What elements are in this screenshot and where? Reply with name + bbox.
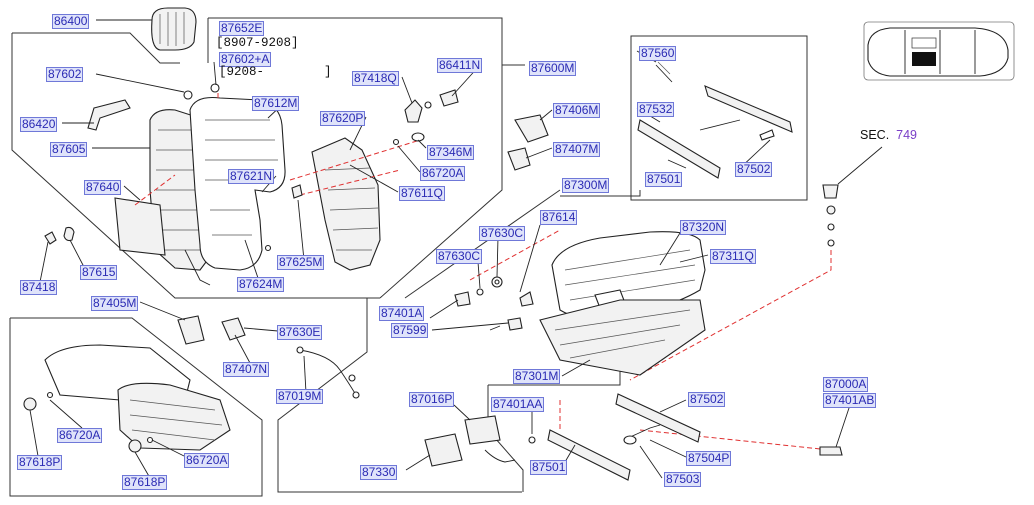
part-label-87605[interactable]: 87605	[50, 142, 88, 157]
car-location-icon	[863, 21, 1015, 81]
part-label-87407n[interactable]: 87407N	[223, 362, 270, 377]
part-label-86720a-left-2[interactable]: 86720A	[184, 453, 230, 468]
part-label-87599[interactable]: 87599	[391, 323, 429, 338]
part-label-87330[interactable]: 87330	[360, 465, 398, 480]
side-trim-parts	[507, 114, 549, 171]
part-label-87560[interactable]: 87560	[639, 46, 677, 61]
part-label-87501-low[interactable]: 87501	[530, 460, 568, 475]
part-label-86720a-top[interactable]: 86720A	[420, 166, 466, 181]
part-label-87016p[interactable]: 87016P	[409, 392, 455, 407]
part-label-86411n[interactable]: 86411N	[437, 58, 483, 73]
part-label-87406m[interactable]: 87406M	[553, 103, 601, 118]
part-label-86400[interactable]: 86400	[52, 14, 90, 29]
part-label-87611q[interactable]: 87611Q	[399, 186, 445, 201]
switch-parts	[424, 415, 536, 467]
part-label-87625m[interactable]: 87625M	[277, 255, 325, 270]
lower-slide-rails	[547, 393, 701, 481]
leader-lines	[29, 19, 883, 479]
part-label-87300m[interactable]: 87300M	[562, 178, 610, 193]
part-label-86420[interactable]: 86420	[20, 117, 58, 132]
part-label-87407m[interactable]: 87407M	[553, 142, 601, 157]
part-label-87618p-left-2[interactable]: 87618P	[122, 475, 168, 490]
part-label-87618p-left-1[interactable]: 87618P	[17, 455, 63, 470]
slide-rail-detail	[637, 61, 793, 179]
part-label-87405m[interactable]: 87405M	[91, 296, 139, 311]
headrest-part	[151, 7, 197, 51]
part-label-87640[interactable]: 87640	[84, 180, 122, 195]
part-label-87620p[interactable]: 87620P	[320, 111, 366, 126]
date-range-note-2: [9208- ]	[219, 65, 332, 79]
part-label-87630e[interactable]: 87630E	[277, 325, 323, 340]
part-label-87602[interactable]: 87602	[46, 67, 84, 82]
part-label-87612m[interactable]: 87612M	[252, 96, 300, 111]
wire-harness	[296, 346, 360, 399]
part-label-87532[interactable]: 87532	[637, 102, 675, 117]
part-label-87401a[interactable]: 87401A	[379, 306, 425, 321]
part-label-87418[interactable]: 87418	[20, 280, 58, 295]
part-label-87630c-b[interactable]: 87630C	[436, 249, 483, 264]
section-number-link[interactable]: 749	[896, 128, 917, 142]
seat-frame	[539, 299, 706, 376]
part-label-87311q[interactable]: 87311Q	[710, 249, 756, 264]
part-label-87346m[interactable]: 87346M	[427, 145, 475, 160]
part-label-87320n[interactable]: 87320N	[680, 220, 727, 235]
back-board	[114, 197, 166, 256]
part-label-87501-box[interactable]: 87501	[645, 172, 683, 187]
date-range-note-1: [8907-9208]	[216, 36, 299, 50]
seat-back-trim	[311, 137, 381, 271]
part-label-87019m[interactable]: 87019M	[276, 389, 324, 404]
part-label-87614[interactable]: 87614	[540, 210, 578, 225]
part-label-87630c-a[interactable]: 87630C	[479, 226, 526, 241]
part-label-87301m[interactable]: 87301M	[513, 369, 561, 384]
part-label-86720a-left-1[interactable]: 86720A	[57, 428, 103, 443]
part-label-87401ab[interactable]: 87401AB	[823, 393, 877, 408]
part-label-87621n[interactable]: 87621N	[228, 169, 275, 184]
part-label-87401aa[interactable]: 87401AA	[491, 397, 545, 412]
part-label-87602a[interactable]: 87602+A	[219, 52, 272, 67]
part-label-87600m[interactable]: 87600M	[529, 61, 577, 76]
section-reference[interactable]: SEC. 749	[860, 128, 917, 142]
bolt-stack	[819, 184, 843, 456]
part-label-87615[interactable]: 87615	[80, 265, 118, 280]
part-label-87624m[interactable]: 87624M	[237, 277, 285, 292]
part-label-87503[interactable]: 87503	[664, 472, 702, 487]
side-cover-parts	[23, 315, 246, 453]
part-label-87504p[interactable]: 87504P	[686, 451, 732, 466]
part-label-87502-box[interactable]: 87502	[735, 162, 773, 177]
part-label-87418q[interactable]: 87418Q	[352, 71, 399, 86]
part-label-87502-low[interactable]: 87502	[688, 392, 726, 407]
seat-cushion-fasteners	[454, 276, 534, 331]
part-label-87652e[interactable]: 87652E	[219, 21, 265, 36]
part-label-87000a[interactable]: 87000A	[823, 377, 869, 392]
section-prefix: SEC.	[860, 128, 890, 142]
